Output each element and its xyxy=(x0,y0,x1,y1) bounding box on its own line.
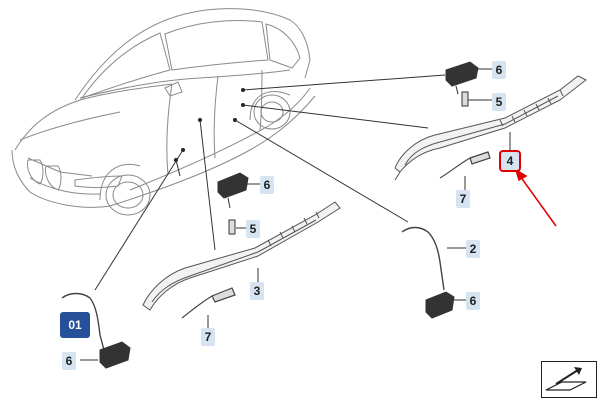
callout-6-bottom-left: 6 xyxy=(62,352,76,370)
callout-6-bottom-right: 6 xyxy=(466,292,480,310)
highlight-arrow xyxy=(514,168,557,227)
orientation-arrow-icon xyxy=(545,367,587,391)
callout-7-right: 7 xyxy=(456,190,470,208)
group-badge-01: 01 xyxy=(60,312,90,338)
callout-5-top: 5 xyxy=(492,93,506,111)
callout-3: 3 xyxy=(250,282,264,300)
callout-6-top: 6 xyxy=(492,61,506,79)
car-illustration xyxy=(11,8,316,216)
cable-part-01 xyxy=(61,292,105,351)
car-mount-points xyxy=(174,88,245,162)
callout-6-mid: 6 xyxy=(260,176,274,194)
module-bottom-left xyxy=(99,341,131,369)
view-orientation-icon[interactable] xyxy=(541,361,597,398)
leader-lines xyxy=(80,68,511,361)
sill-trim-left xyxy=(142,201,341,311)
cable-left xyxy=(181,287,236,319)
cable-right xyxy=(439,151,491,179)
callout-2: 2 xyxy=(466,240,480,258)
callout-5-mid: 5 xyxy=(246,220,260,238)
callout-7-bottom: 7 xyxy=(201,328,215,346)
module-top xyxy=(445,61,479,95)
cable-part-2 xyxy=(401,226,445,291)
sill-trim-right xyxy=(394,75,587,181)
screw-mid xyxy=(228,219,236,235)
callout-4-highlighted: 4 xyxy=(499,150,521,172)
screw-top xyxy=(461,91,469,107)
module-bottom-right xyxy=(425,291,455,319)
module-mid xyxy=(217,172,249,209)
